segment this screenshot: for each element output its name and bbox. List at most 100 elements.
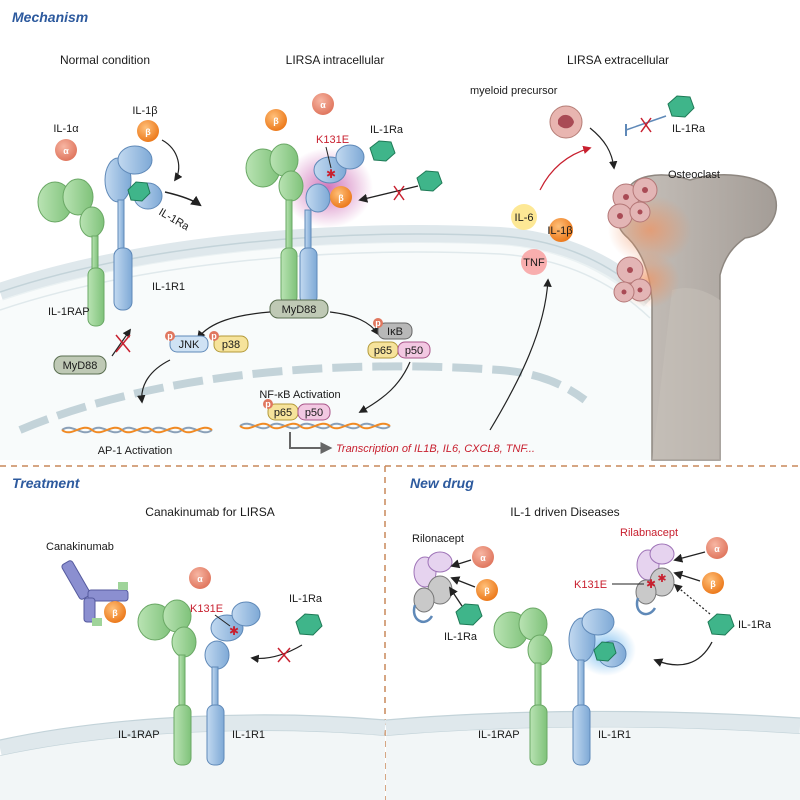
k131e-star-treatment: ✱ bbox=[229, 624, 239, 638]
lirsa-intracellular-panel: β α IL-1Ra β ✱ K131E MyD88 bbox=[61, 93, 552, 457]
label-il1b: IL-1β bbox=[132, 105, 157, 117]
il1a-cytokine-treatment bbox=[189, 567, 211, 589]
label-k131e-newdrug: K131E bbox=[574, 579, 607, 591]
svg-text:p65: p65 bbox=[274, 407, 292, 419]
il1b-rilonacept bbox=[476, 579, 498, 601]
svg-text:p: p bbox=[211, 331, 217, 341]
label-il1r1-normal: IL-1R1 bbox=[152, 281, 185, 293]
svg-text:β: β bbox=[710, 579, 716, 589]
svg-text:p50: p50 bbox=[305, 407, 323, 419]
p50-box-nuc bbox=[297, 403, 331, 421]
osteoclast-cells bbox=[607, 177, 658, 303]
label-tnf: TNF bbox=[523, 257, 545, 269]
label-rilabnacept: Rilabnacept bbox=[620, 527, 678, 539]
section-title-new-drug: New drug bbox=[410, 475, 474, 491]
rilabnacept-drug bbox=[635, 543, 675, 616]
il1r1-receptor bbox=[104, 145, 163, 311]
label-k131e-treatment: K131E bbox=[190, 603, 223, 615]
il1a-cytokine-lirsa bbox=[312, 93, 334, 115]
il1ra-extra bbox=[667, 95, 695, 118]
svg-text:β: β bbox=[338, 193, 344, 203]
p38-box bbox=[213, 335, 249, 353]
label-myd88-lirsa: MyD88 bbox=[282, 304, 317, 316]
label-ap1-activation: AP-1 Activation bbox=[98, 445, 173, 457]
svg-text:✱: ✱ bbox=[657, 573, 666, 585]
il1a-rilabnacept bbox=[706, 537, 728, 559]
il6-cytokine bbox=[511, 204, 537, 230]
svg-text:β: β bbox=[112, 608, 118, 618]
label-canakinumab-drug: Canakinumab bbox=[46, 541, 114, 553]
k131e-mutation-star: ✱ bbox=[326, 167, 336, 181]
label-myeloid-precursor: myeloid precursor bbox=[470, 85, 558, 97]
label-il1b-extra: IL-1β bbox=[547, 225, 572, 237]
label-il1rap-newdrug: IL-1RAP bbox=[478, 729, 520, 741]
ikb-box bbox=[377, 322, 413, 340]
svg-text:JNK: JNK bbox=[179, 339, 200, 351]
svg-text:✱: ✱ bbox=[646, 577, 656, 591]
svg-text:β: β bbox=[273, 116, 279, 126]
il1ra-rilonacept bbox=[455, 603, 483, 626]
svg-text:α: α bbox=[714, 544, 720, 554]
panel-title-il1-diseases: IL-1 driven Diseases bbox=[510, 505, 619, 519]
il1b-bound-canakinumab bbox=[104, 601, 126, 623]
il1ra-free-2 bbox=[416, 170, 443, 192]
transcription-text: Transcription of IL1B, IL6, CXCL8, TNF..… bbox=[336, 443, 535, 455]
il1ra-bound-newdrug bbox=[593, 641, 617, 662]
svg-text:β: β bbox=[484, 586, 490, 596]
il1b-rilabnacept bbox=[702, 572, 724, 594]
svg-text:p: p bbox=[167, 331, 173, 341]
arrow-il1ra-normal bbox=[164, 191, 202, 207]
section-title-treatment: Treatment bbox=[12, 475, 81, 491]
section-title-mechanism: Mechanism bbox=[12, 9, 88, 25]
label-il1r1-treatment: IL-1R1 bbox=[232, 729, 265, 741]
label-il1ra-normal: IL-1Ra bbox=[157, 206, 192, 233]
canakinumab-antibody bbox=[61, 560, 129, 626]
label-il1r1-newdrug: IL-1R1 bbox=[598, 729, 631, 741]
svg-text:α: α bbox=[320, 100, 326, 110]
il1b-cytokine-lirsa bbox=[265, 109, 287, 131]
treatment-panel: Treatment Canakinumab for LIRSA Canakinu… bbox=[0, 475, 386, 800]
dna-ap1 bbox=[61, 426, 213, 434]
il1b-cytokine bbox=[137, 120, 159, 142]
label-rilonacept: Rilonacept bbox=[412, 533, 464, 545]
arrow-il1b-normal bbox=[161, 139, 183, 182]
panel-title-lirsa-intracellular: LIRSA intracellular bbox=[286, 53, 385, 67]
dna-nfkb bbox=[239, 422, 391, 430]
label-il1ra-extra: IL-1Ra bbox=[672, 123, 706, 135]
il1rap-receptor-treatment bbox=[137, 599, 197, 766]
svg-text:p: p bbox=[375, 318, 381, 328]
il1rap-receptor-lirsa bbox=[245, 143, 304, 305]
label-il1ra-treatment: IL-1Ra bbox=[289, 593, 323, 605]
myd88-box-normal bbox=[53, 355, 107, 375]
label-nfkb-activation: NF-κB Activation bbox=[259, 389, 340, 401]
svg-text:α: α bbox=[480, 553, 486, 563]
il1a-cytokine bbox=[55, 139, 77, 161]
svg-text:α: α bbox=[63, 146, 69, 156]
label-il1rap-treatment: IL-1RAP bbox=[118, 729, 160, 741]
il1r1-receptor-lirsa bbox=[299, 144, 365, 305]
il1r1-receptor-treatment bbox=[204, 601, 261, 766]
label-il1ra-lirsa: IL-1Ra bbox=[370, 124, 404, 136]
lirsa-extracellular-panel: myeloid precursor IL-1Ra IL-6 IL-1β TNF bbox=[470, 85, 778, 461]
svg-text:α: α bbox=[197, 574, 203, 584]
svg-text:p50: p50 bbox=[405, 345, 423, 357]
il1ra-bound-normal bbox=[127, 181, 151, 202]
il1a-rilonacept bbox=[472, 546, 494, 568]
il1b-cytokine-extra bbox=[549, 218, 573, 242]
panel-title-normal: Normal condition bbox=[60, 53, 150, 67]
label-il1a: IL-1α bbox=[53, 123, 79, 135]
svg-text:β: β bbox=[145, 127, 151, 137]
label-myd88-normal: MyD88 bbox=[63, 360, 98, 372]
label-il1rap-normal: IL-1RAP bbox=[48, 306, 90, 318]
jnk-box bbox=[169, 335, 209, 353]
il1r1-receptor-newdrug bbox=[568, 608, 627, 766]
p50-box-cyto bbox=[397, 341, 431, 359]
tnf-cytokine bbox=[521, 249, 547, 275]
il1rap-receptor-newdrug bbox=[493, 607, 553, 766]
il1rap-receptor bbox=[37, 178, 105, 327]
svg-text:p: p bbox=[265, 399, 271, 409]
rilonacept-drug bbox=[412, 551, 453, 623]
svg-text:IκB: IκB bbox=[387, 326, 403, 338]
